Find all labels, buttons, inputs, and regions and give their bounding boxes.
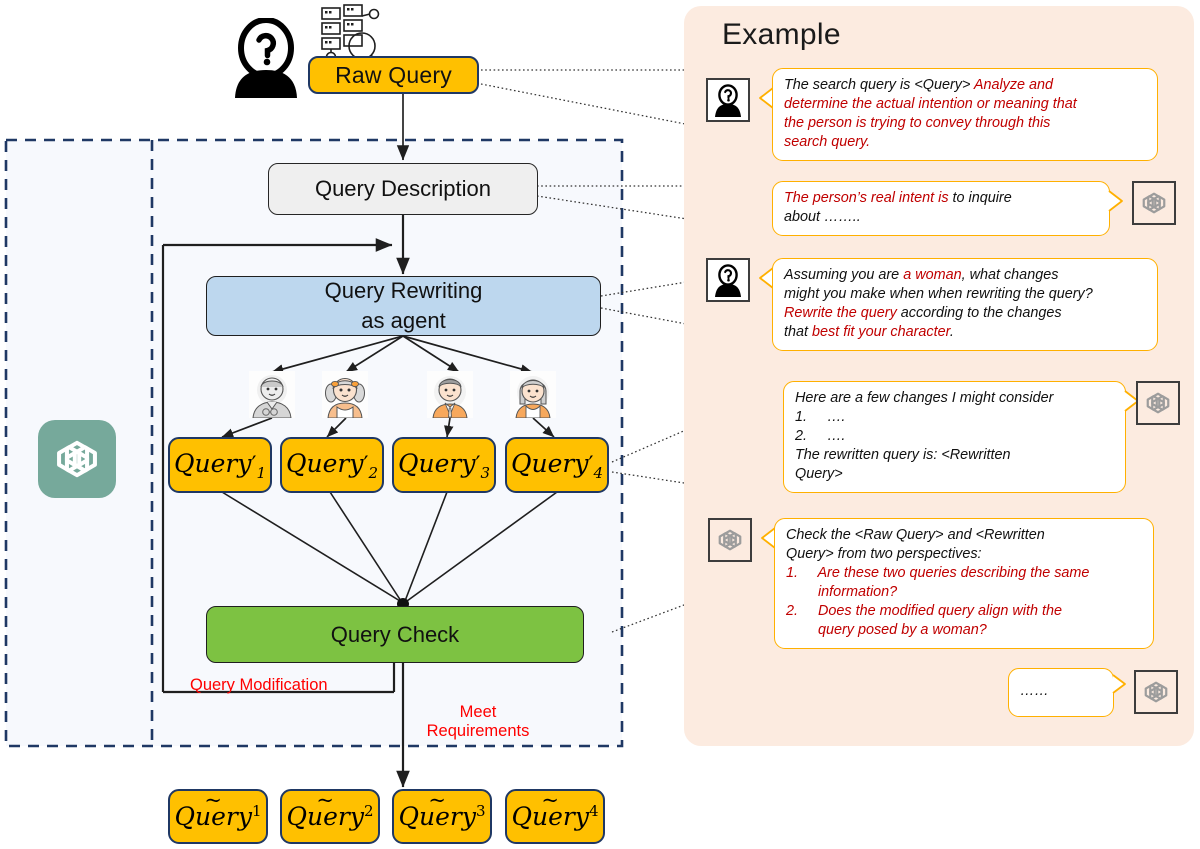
rewritten-query-box-2[interactable]: Query′2 — [280, 437, 384, 493]
bubble-4-line-2: 1. …. — [795, 409, 846, 426]
query-rewriting-label-line1: Query Rewriting — [324, 277, 483, 303]
bubble-4-line-3: 2. …. — [795, 428, 846, 445]
person-question-icon — [715, 84, 741, 117]
bubble-2-line-1a: The person’s real intent is — [784, 190, 953, 206]
bubble-tail-6 — [1112, 673, 1126, 707]
bubble-3-line-1c: , what changes — [961, 267, 1059, 283]
persona-avatar-girl — [322, 371, 368, 418]
bubble-4-line-4: The rewritten query is: <Rewritten — [795, 447, 1011, 464]
query-modification-label: Query Modification — [190, 676, 328, 694]
user-avatar-icon-2 — [706, 258, 750, 302]
openai-logo-icon — [1142, 192, 1166, 214]
bubble-5-line-5: 2. Does the modified query align with th… — [786, 603, 1062, 620]
final-query-box-1[interactable]: ~Query1 — [168, 789, 268, 844]
bubble-3-line-4c: . — [949, 324, 954, 341]
user-avatar-icon-1 — [706, 78, 750, 122]
example-bubble-5: Check the <Raw Query> and <Rewritten Que… — [774, 518, 1154, 650]
chatgpt-logo-badge — [38, 420, 116, 498]
example-bubble-1: The search query is <Query> Analyze and … — [772, 68, 1158, 162]
bubble-1-line-2: determine the actual intention or meanin… — [784, 96, 1077, 113]
rewritten-query-label-1: Query′1 — [173, 448, 266, 482]
final-query-label-1: ~Query1 — [174, 788, 262, 832]
person-question-icon — [715, 264, 741, 297]
bubble-tail-1 — [758, 86, 774, 120]
final-query-label-4: ~Query4 — [511, 788, 599, 832]
bubble-3-line-3a: Rewrite the query — [784, 305, 897, 322]
bubble-3-line-2: might you make when when rewriting the q… — [784, 286, 1093, 303]
bubble-4-line-1: Here are a few changes I might consider — [795, 390, 1054, 406]
bubble-3-line-3b: according to the changes — [896, 305, 1062, 322]
assistant-avatar-icon-1 — [1132, 181, 1176, 225]
bubble-tail-5 — [760, 526, 776, 560]
query-description-node[interactable]: Query Description — [268, 163, 538, 215]
assistant-avatar-icon-3 — [708, 518, 752, 562]
rewritten-query-label-4: Query′4 — [510, 448, 603, 482]
bubble-2-line-2: about …….. — [784, 209, 861, 226]
query-check-node[interactable]: Query Check — [206, 606, 584, 663]
query-description-label: Query Description — [314, 176, 492, 201]
final-query-box-2[interactable]: ~Query2 — [280, 789, 380, 844]
query-rewriting-label-line2: as agent — [361, 308, 446, 333]
bubble-3-line-1b: a woman — [903, 267, 962, 283]
query-check-label: Query Check — [330, 621, 460, 647]
openai-logo-icon — [57, 440, 97, 478]
final-query-box-4[interactable]: ~Query4 — [505, 789, 605, 844]
rewritten-query-label-3: Query′3 — [397, 448, 490, 482]
openai-logo-icon — [718, 529, 742, 551]
user-question-icon — [222, 17, 310, 103]
bubble-5-line-3: 1. Are these two queries describing the … — [786, 565, 1090, 582]
example-bubble-6: …… — [1008, 668, 1114, 717]
openai-logo-icon — [1144, 681, 1168, 703]
example-panel-title: Example — [722, 18, 841, 51]
bubble-tail-2 — [1108, 189, 1123, 223]
rewritten-query-box-3[interactable]: Query′3 — [392, 437, 496, 493]
assistant-avatar-icon-2 — [1136, 381, 1180, 425]
example-bubble-3: Assuming you are a woman, what changes m… — [772, 258, 1158, 352]
bubble-3-line-4a: that — [784, 324, 813, 341]
raw-query-label: Raw Query — [335, 61, 452, 88]
final-query-label-3: ~Query3 — [398, 788, 486, 832]
bubble-1-line-4: search query. — [784, 134, 871, 151]
bubble-1-line-3: the person is trying to convey through t… — [784, 115, 1051, 132]
example-bubble-4: Here are a few changes I might consider … — [783, 381, 1126, 494]
bubble-1-line-1a: The search query is <Query> — [784, 77, 974, 93]
persona-avatar-woman — [510, 371, 556, 418]
bubble-3-line-4b: best fit your character — [812, 324, 950, 341]
bubble-1-line-1b: Analyze and — [973, 77, 1054, 93]
rewritten-query-box-4[interactable]: Query′4 — [505, 437, 609, 493]
bubble-4-line-5: Query> — [795, 466, 843, 483]
openai-logo-icon — [1146, 392, 1170, 414]
bubble-tail-3 — [758, 266, 774, 300]
bubble-2-line-1b: to inquire — [952, 190, 1012, 206]
raw-query-node[interactable]: Raw Query — [308, 56, 479, 94]
persona-avatar-elderly — [249, 371, 295, 418]
persona-avatar-man — [427, 371, 473, 418]
final-query-label-2: ~Query2 — [286, 788, 374, 832]
bubble-3-line-1a: Assuming you are — [784, 267, 904, 283]
final-query-box-3[interactable]: ~Query3 — [392, 789, 492, 844]
bubble-5-line-6: query posed by a woman? — [786, 622, 987, 639]
query-rewriting-node[interactable]: Query Rewriting as agent — [206, 276, 601, 336]
assistant-avatar-icon-4 — [1134, 670, 1178, 714]
bubble-5-line-1: Check the <Raw Query> and <Rewritten — [786, 527, 1045, 543]
example-bubble-2: The person’s real intent is to inquire a… — [772, 181, 1110, 237]
meet-requirements-label: Meet Requirements — [426, 703, 530, 740]
bubble-6-line-1: …… — [1020, 683, 1049, 700]
rewritten-query-box-1[interactable]: Query′1 — [168, 437, 272, 493]
bubble-5-line-4: information? — [786, 584, 898, 601]
rewritten-query-label-2: Query′2 — [285, 448, 378, 482]
bubble-5-line-2: Query> from two perspectives: — [786, 546, 982, 563]
